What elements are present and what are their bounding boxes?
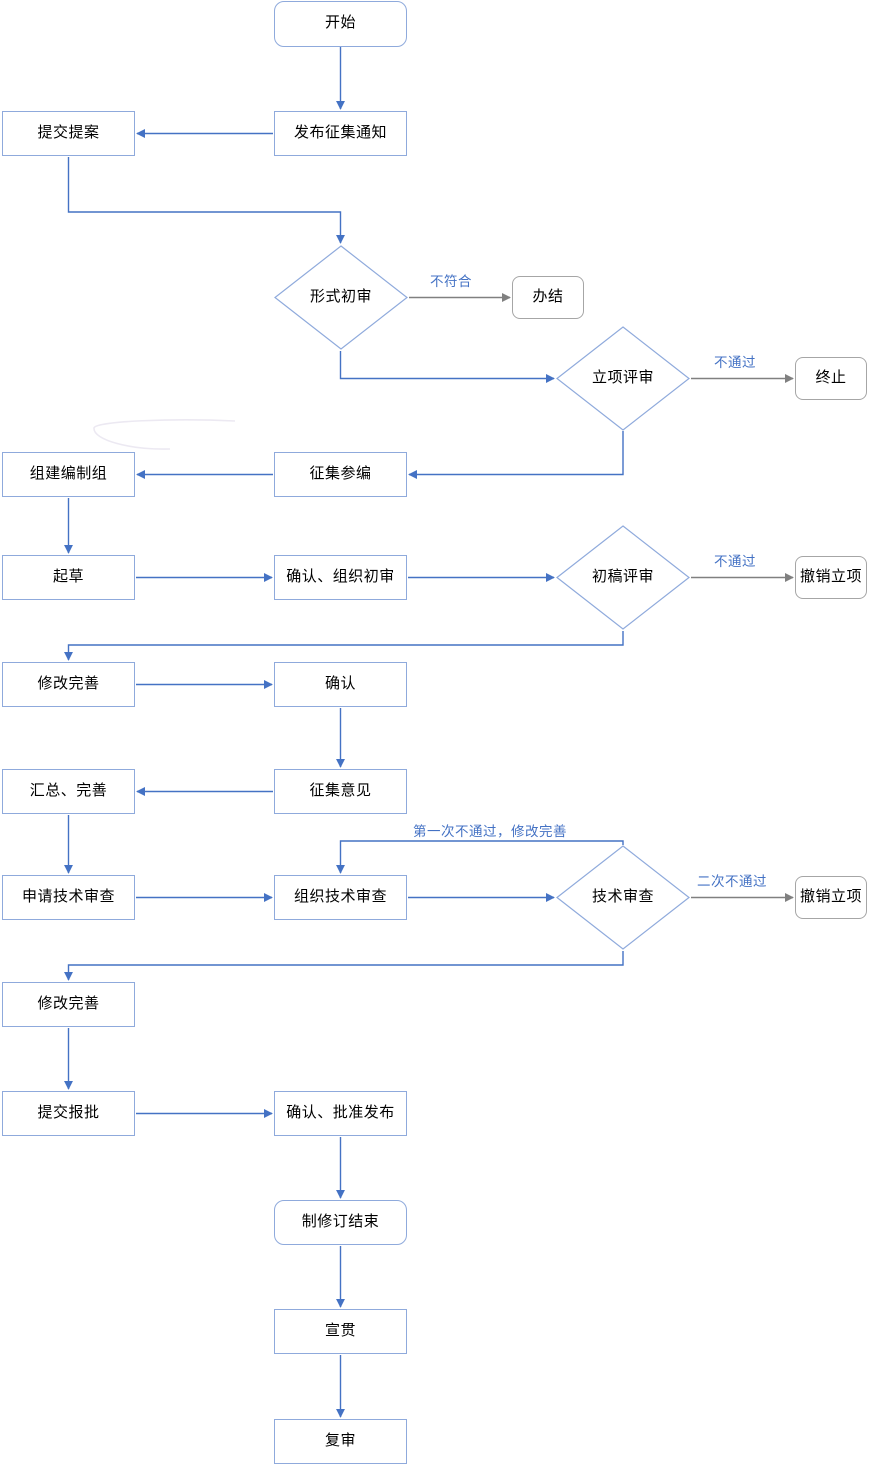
ghost-arc-artifact (93, 419, 235, 450)
node-submit-proposal[interactable]: 提交提案 (2, 111, 135, 156)
node-draft-label: 起草 (52, 568, 84, 585)
node-promotion[interactable]: 宣贯 (274, 1309, 407, 1354)
node-form-drafting-group-label: 组建编制组 (29, 465, 108, 482)
node-collect-participants-label: 征集参编 (309, 465, 372, 482)
node-apply-technical-review[interactable]: 申请技术审查 (2, 875, 135, 920)
node-cancel-project-1[interactable]: 撤销立项 (795, 556, 867, 599)
node-cancel-project-2[interactable]: 撤销立项 (795, 876, 867, 919)
node-draft-evaluation-label: 初稿评审 (591, 568, 654, 585)
node-re-review-label: 复审 (324, 1432, 356, 1449)
node-publish-notice[interactable]: 发布征集通知 (274, 111, 407, 156)
node-organize-technical-review-label: 组织技术审查 (293, 888, 387, 905)
node-submit-proposal-label: 提交提案 (37, 124, 100, 141)
edge-label-not-conforming: 不符合 (430, 274, 472, 289)
node-confirm-approve-publish[interactable]: 确认、批准发布 (274, 1091, 407, 1136)
node-closed[interactable]: 办结 (512, 276, 584, 319)
diamond-shape-icon (274, 245, 408, 350)
node-technical-review-label: 技术审查 (591, 888, 654, 905)
node-collect-opinions[interactable]: 征集意见 (274, 769, 407, 814)
node-confirm-organize-review-label: 确认、组织初审 (286, 568, 395, 585)
node-cancel-project-2-label: 撤销立项 (799, 888, 862, 905)
node-re-review[interactable]: 复审 (274, 1419, 407, 1464)
node-summarize-improve-label: 汇总、完善 (29, 782, 108, 799)
edge-techreview-revise2 (63, 951, 624, 981)
edge-label-not-passed-draft: 不通过 (714, 554, 756, 569)
node-draft-evaluation[interactable]: 初稿评审 (556, 525, 690, 630)
node-collect-opinions-label: 征集意见 (309, 782, 372, 799)
node-revise-improve-2-label: 修改完善 (37, 995, 100, 1012)
node-terminate-label: 终止 (815, 369, 847, 386)
node-submit-for-approval-label: 提交报批 (37, 1104, 100, 1121)
node-promotion-label: 宣贯 (324, 1322, 356, 1339)
diamond-shape-icon (556, 525, 690, 630)
node-confirm[interactable]: 确认 (274, 662, 407, 707)
node-form-review-label: 形式初审 (309, 288, 372, 305)
node-confirm-approve-publish-label: 确认、批准发布 (286, 1104, 395, 1121)
node-confirm-organize-review[interactable]: 确认、组织初审 (274, 555, 407, 600)
node-form-drafting-group[interactable]: 组建编制组 (2, 452, 135, 497)
node-submit-for-approval[interactable]: 提交报批 (2, 1091, 135, 1136)
node-revise-improve-1-label: 修改完善 (37, 675, 100, 692)
node-cancel-project-1-label: 撤销立项 (799, 568, 862, 585)
node-organize-technical-review[interactable]: 组织技术审查 (274, 875, 407, 920)
node-start-label: 开始 (324, 15, 356, 32)
node-form-review[interactable]: 形式初审 (274, 245, 408, 350)
node-apply-technical-review-label: 申请技术审查 (21, 888, 115, 905)
node-revise-improve-1[interactable]: 修改完善 (2, 662, 135, 707)
edge-submit-formreview (67, 157, 346, 244)
edge-formreview-projeval (339, 351, 555, 384)
node-revise-improve-2[interactable]: 修改完善 (2, 982, 135, 1027)
node-summarize-improve[interactable]: 汇总、完善 (2, 769, 135, 814)
node-revision-end-label: 制修订结束 (301, 1213, 380, 1230)
edge-label-first-fail-revise: 第一次不通过，修改完善 (413, 824, 567, 839)
node-confirm-label: 确认 (324, 675, 356, 692)
node-technical-review[interactable]: 技术审查 (556, 845, 690, 950)
edge-projeval-collect (408, 431, 624, 480)
edge-label-not-passed-project: 不通过 (714, 355, 756, 370)
node-publish-notice-label: 发布征集通知 (293, 124, 387, 141)
edge-label-second-fail: 二次不通过 (697, 874, 767, 889)
node-start[interactable]: 开始 (274, 1, 407, 47)
diamond-shape-icon (556, 845, 690, 950)
diamond-shape-icon (556, 326, 690, 431)
node-project-evaluation-label: 立项评审 (591, 369, 654, 386)
node-project-evaluation[interactable]: 立项评审 (556, 326, 690, 431)
node-collect-participants[interactable]: 征集参编 (274, 452, 407, 497)
node-revision-end[interactable]: 制修订结束 (274, 1200, 407, 1245)
node-terminate[interactable]: 终止 (795, 357, 867, 400)
node-closed-label: 办结 (532, 288, 564, 305)
node-draft[interactable]: 起草 (2, 555, 135, 600)
edge-drafteval-revise1 (63, 631, 624, 661)
